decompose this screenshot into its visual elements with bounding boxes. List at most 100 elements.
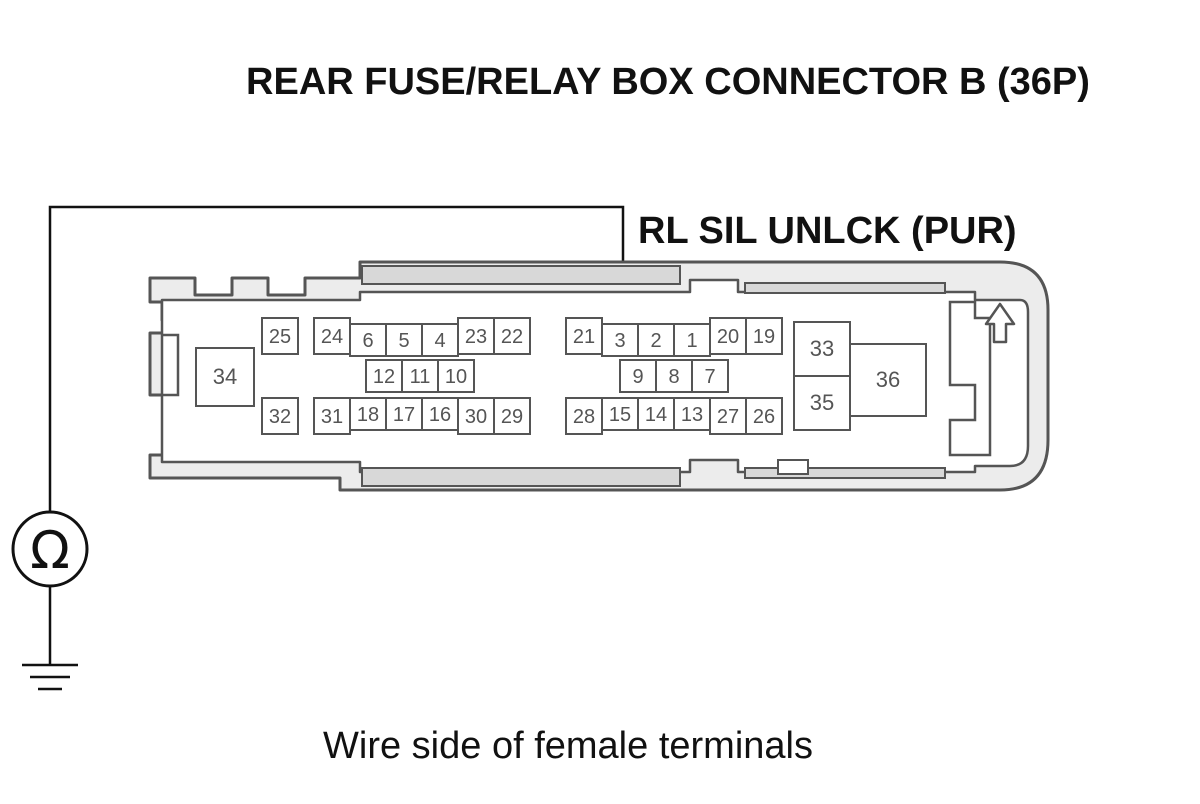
terminal-number: 27: [717, 406, 739, 428]
wire-label: RL SIL UNLCK (PUR): [638, 210, 1017, 252]
caption: Wire side of female terminals: [323, 725, 813, 767]
terminal-number: 11: [410, 366, 431, 388]
terminal-number: 15: [609, 404, 631, 426]
terminal-cavity: [849, 343, 927, 417]
terminal-cavity: [261, 317, 299, 355]
terminal-cavity: [349, 397, 387, 431]
terminal-number: 13: [681, 404, 703, 426]
terminal-cavity: [565, 397, 603, 435]
terminal-number: 5: [398, 330, 409, 352]
terminal-8: 8: [655, 359, 693, 393]
terminal-number: 16: [429, 404, 451, 426]
terminal-number: 26: [753, 406, 775, 428]
terminal-number: 34: [213, 364, 237, 389]
terminal-30: 30: [457, 397, 495, 435]
terminal-cavity: [637, 397, 675, 431]
terminal-36: 36: [849, 343, 927, 417]
terminal-cavity: [637, 323, 675, 357]
terminal-number: 1: [686, 330, 697, 352]
terminal-number: 23: [465, 326, 487, 348]
terminal-24: 24: [313, 317, 351, 355]
terminal-cavity: [565, 317, 603, 355]
terminal-cavity: [313, 317, 351, 355]
terminal-number: 9: [632, 366, 643, 388]
terminal-cavity: [793, 375, 851, 431]
terminal-number: 12: [373, 366, 395, 388]
terminal-cavity: [691, 359, 729, 393]
terminal-number: 32: [269, 406, 291, 428]
terminal-cavity: [619, 359, 657, 393]
terminal-number: 2: [650, 330, 661, 352]
terminal-cavity: [421, 323, 459, 357]
terminal-number: 36: [876, 367, 900, 392]
terminal-18: 18: [349, 397, 387, 431]
terminal-23: 23: [457, 317, 495, 355]
terminal-11: 11: [401, 359, 439, 393]
terminal-cavity: [709, 397, 747, 435]
terminal-14: 14: [637, 397, 675, 431]
terminal-number: 24: [321, 326, 343, 348]
page-title: REAR FUSE/RELAY BOX CONNECTOR B (36P): [246, 61, 1090, 103]
terminal-26: 26: [745, 397, 783, 435]
terminal-number: 28: [573, 406, 595, 428]
terminal-number: 6: [362, 330, 373, 352]
terminal-27: 27: [709, 397, 747, 435]
terminal-number: 14: [645, 404, 667, 426]
terminal-number: 25: [269, 326, 291, 348]
terminal-15: 15: [601, 397, 639, 431]
terminal-cavity: [673, 323, 711, 357]
terminal-number: 17: [393, 404, 415, 426]
terminal-cavity: [457, 397, 495, 435]
terminal-number: 35: [810, 390, 834, 415]
terminal-number: 19: [753, 326, 775, 348]
terminal-17: 17: [385, 397, 423, 431]
terminal-31: 31: [313, 397, 351, 435]
terminal-16: 16: [421, 397, 459, 431]
terminal-cavity: [745, 317, 783, 355]
terminal-cavity: [385, 397, 423, 431]
terminal-7: 7: [691, 359, 729, 393]
terminal-cavity: [437, 359, 475, 393]
terminal-21: 21: [565, 317, 603, 355]
terminal-number: 29: [501, 406, 523, 428]
terminal-32: 32: [261, 397, 299, 435]
terminal-number: 30: [465, 406, 487, 428]
terminal-6: 6: [349, 323, 387, 357]
terminal-number: 31: [321, 406, 343, 428]
terminal-cavity: [313, 397, 351, 435]
terminal-28: 28: [565, 397, 603, 435]
terminal-number: 10: [445, 366, 467, 388]
terminal-1: 1: [673, 323, 711, 357]
ohm-symbol: Ω: [30, 521, 70, 581]
terminal-number: 22: [501, 326, 523, 348]
terminal-number: 3: [614, 330, 625, 352]
terminal-34: 34: [195, 347, 255, 407]
ground-icon: [22, 663, 78, 691]
terminal-12: 12: [365, 359, 403, 393]
terminal-cavity: [401, 359, 439, 393]
terminal-25: 25: [261, 317, 299, 355]
terminal-number: 18: [357, 404, 379, 426]
terminal-cavity: [745, 397, 783, 435]
terminal-number: 7: [704, 366, 715, 388]
up-arrow-icon: [984, 302, 1016, 344]
terminal-cavity: [261, 397, 299, 435]
terminal-5: 5: [385, 323, 423, 357]
terminal-33: 33: [793, 321, 851, 377]
terminal-number: 20: [717, 326, 739, 348]
terminal-13: 13: [673, 397, 711, 431]
terminal-number: 4: [434, 330, 445, 352]
ohmmeter-icon: Ω: [11, 510, 89, 588]
terminal-number: 8: [668, 366, 679, 388]
terminal-cavity: [493, 397, 531, 435]
terminal-4: 4: [421, 323, 459, 357]
terminal-cavity: [195, 347, 255, 407]
terminal-20: 20: [709, 317, 747, 355]
terminal-10: 10: [437, 359, 475, 393]
terminal-number: 21: [573, 326, 595, 348]
terminal-35: 35: [793, 375, 851, 431]
terminal-22: 22: [493, 317, 531, 355]
terminal-9: 9: [619, 359, 657, 393]
